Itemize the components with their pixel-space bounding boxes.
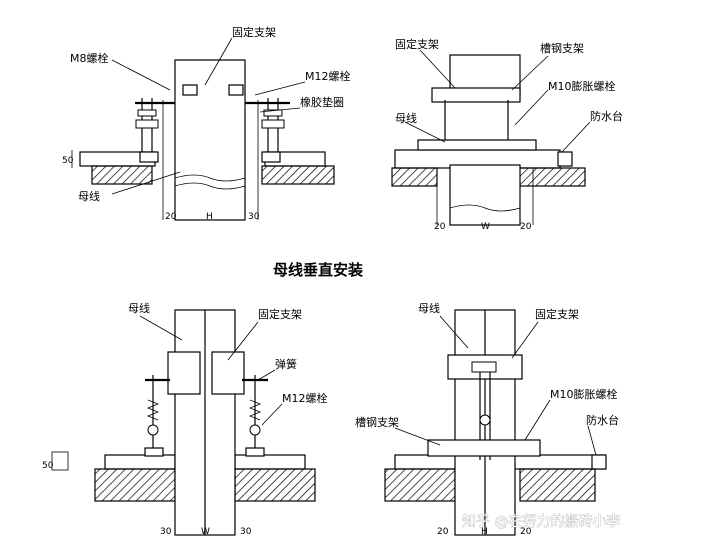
base-plate-right	[245, 447, 265, 457]
spring-right	[248, 399, 262, 421]
bracket-block-left	[182, 84, 198, 96]
leader-water-curb	[587, 425, 597, 456]
bracket-block-right	[211, 351, 245, 395]
nut-right	[249, 424, 261, 436]
busbar-break	[449, 204, 521, 212]
busbar-break-line	[174, 174, 246, 182]
label-m12-bolt: M12螺栓	[305, 69, 351, 83]
watermark: 知乎 @在努力的搬砖小李	[462, 513, 620, 530]
bolt-nut-right	[261, 119, 285, 129]
page-title: 母线垂直安装	[273, 261, 364, 279]
top-left-drawing: 50 固定支架 M8螺栓 M12螺栓 橡胶垫圈 母线 20 H 30	[62, 25, 351, 222]
leader-water-curb	[561, 121, 591, 153]
leader-m12	[261, 403, 283, 426]
spring-left	[146, 399, 160, 421]
base-plate-left	[144, 447, 164, 457]
leader-channel	[394, 427, 441, 446]
base-plate-left	[139, 151, 159, 163]
channel-bracket	[417, 139, 537, 151]
channel-bracket	[427, 439, 541, 457]
dim-width: W	[201, 527, 210, 537]
label-m10-bolt: M10膨胀螺栓	[550, 387, 618, 401]
floor-hatch-left	[391, 167, 438, 187]
leader-fixed-bracket	[511, 321, 539, 359]
bracket-clamp	[471, 361, 497, 373]
floor-hatch-right	[234, 468, 316, 502]
floor-hatch-right	[514, 167, 586, 187]
label-m8-bolt: M8螺栓	[70, 51, 109, 65]
label-channel-bracket: 槽钢支架	[355, 416, 399, 429]
busbar-break-line-2	[174, 182, 246, 190]
leader-busbar	[139, 315, 183, 341]
label-m12-bolt: M12螺栓	[282, 391, 328, 405]
leader-spring	[257, 369, 276, 381]
label-fixed-bracket: 固定支架	[232, 25, 276, 39]
dim-right-gap: 20	[520, 527, 532, 537]
bottom-right-drawing: 母线 固定支架 M10膨胀螺栓 槽钢支架 防水台 20 H 20	[355, 301, 619, 537]
floor-hatch-right	[519, 468, 596, 502]
water-curb-block	[557, 151, 573, 167]
leader-fixed-bracket	[419, 49, 456, 89]
leader-m10	[524, 399, 551, 441]
dim-slab-text: 50	[62, 156, 74, 166]
label-m10-bolt: M10膨胀螺栓	[548, 79, 616, 93]
busbar-body	[174, 59, 246, 221]
floor-hatch-left	[91, 165, 153, 185]
leader-busbar	[111, 171, 181, 195]
dim-left-gap: 20	[165, 212, 177, 222]
dim-slab-box	[51, 451, 69, 471]
leader-fixed-bracket	[227, 321, 259, 361]
label-busbar: 母线	[418, 301, 440, 315]
dim-left-gap: 30	[160, 527, 172, 537]
dim-width: H	[206, 212, 213, 222]
leader-channel	[511, 55, 549, 91]
washer-left	[137, 109, 157, 117]
label-channel-bracket: 槽钢支架	[540, 42, 584, 55]
label-busbar: 母线	[395, 111, 417, 125]
leader-m12	[254, 81, 306, 96]
washer-right	[263, 109, 283, 117]
bolt-nut-left	[135, 119, 159, 129]
dim-right-gap: 30	[248, 212, 260, 222]
floor-hatch-right	[261, 165, 335, 185]
dim-width: H	[481, 527, 488, 537]
label-fixed-bracket: 固定支架	[258, 307, 302, 321]
leader-busbar	[439, 315, 469, 349]
leader-rubber	[259, 107, 301, 113]
leader-fixed-bracket	[204, 37, 233, 86]
label-water-curb: 防水台	[586, 413, 619, 427]
dim-left-gap: 20	[437, 527, 449, 537]
top-right-drawing: 固定支架 槽钢支架 M10膨胀螺栓 母线 防水台 20 W 20	[391, 37, 623, 232]
floor-hatch-left	[384, 468, 456, 502]
bracket-block-left	[167, 351, 201, 395]
bottom-left-drawing: 50 母线 固定支架 弹簧 M12螺栓 30 W 30	[42, 301, 328, 537]
label-fixed-bracket: 固定支架	[395, 37, 439, 51]
dim-right-gap: 30	[240, 527, 252, 537]
leader-m10	[514, 89, 549, 126]
floor-slab-left	[104, 454, 176, 470]
dim-right-gap: 20	[520, 222, 532, 232]
leader-m8	[111, 59, 171, 91]
busbar-bottom	[449, 164, 521, 226]
label-water-curb: 防水台	[590, 109, 623, 123]
bracket-block-right	[228, 84, 244, 96]
floor-hatch-left	[94, 468, 176, 502]
leader-busbar	[404, 121, 446, 143]
dim-left-gap: 20	[434, 222, 446, 232]
base-plate-right	[261, 151, 281, 163]
label-busbar: 母线	[78, 189, 100, 203]
label-rubber-pad: 橡胶垫圈	[300, 95, 344, 109]
center-nut	[479, 414, 491, 426]
fixed-bracket-plate	[431, 87, 521, 103]
floor-slab-right	[234, 454, 306, 470]
nut-left	[147, 424, 159, 436]
label-busbar: 母线	[128, 301, 150, 315]
water-curb-block	[591, 454, 607, 470]
dim-width: W	[481, 222, 490, 232]
label-spring: 弹簧	[275, 357, 297, 371]
dim-slab-text: 50	[42, 461, 54, 471]
label-fixed-bracket: 固定支架	[535, 307, 579, 321]
